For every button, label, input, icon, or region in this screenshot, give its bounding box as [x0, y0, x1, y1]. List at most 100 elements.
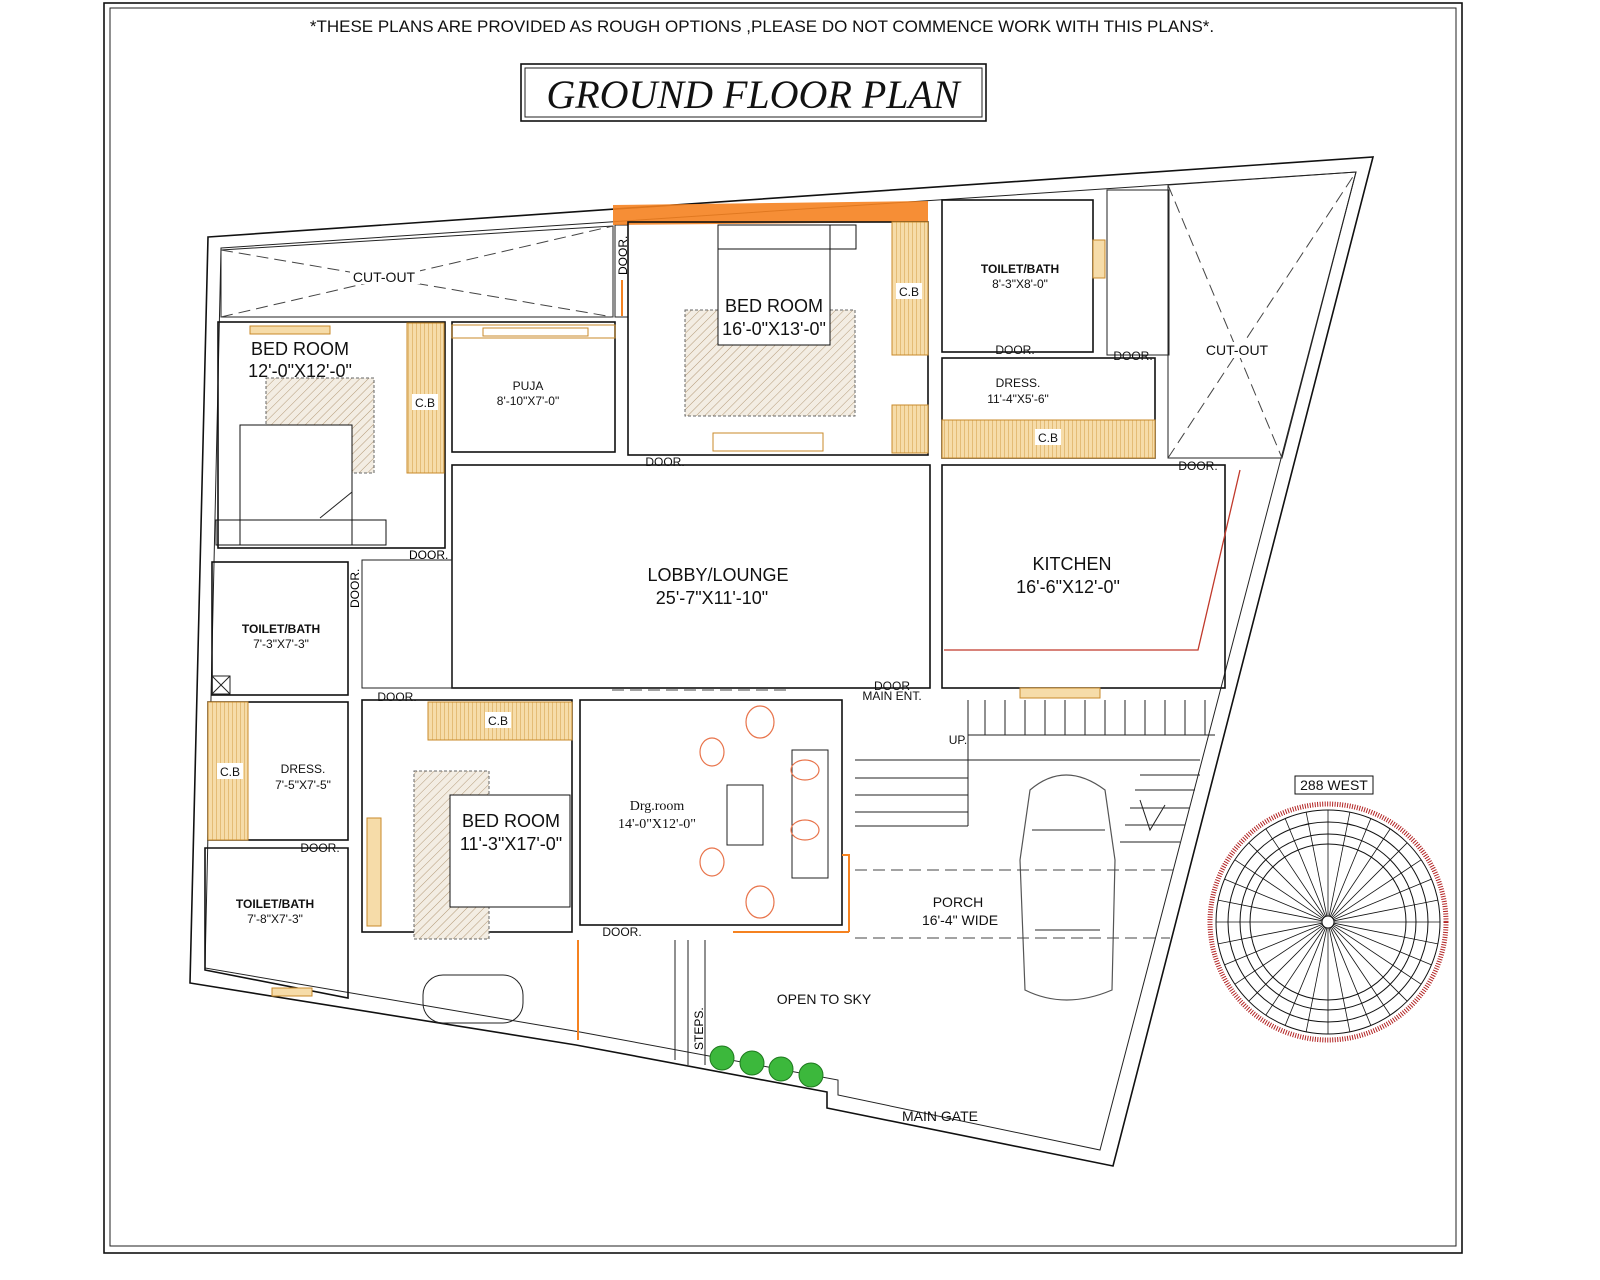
door-label: DOOR. — [616, 236, 630, 275]
dress-ne-name: DRESS. — [996, 376, 1041, 390]
compass-spoke — [1331, 828, 1391, 918]
bedroom-n-size: 16'-0"X13'-0" — [722, 319, 826, 339]
drawing-name: Drg.room — [630, 799, 685, 814]
room-kitchen: KITCHEN 16'-6"X12'-0" — [941, 464, 1241, 699]
door-label: DOOR. — [348, 569, 362, 608]
toilet-ne-size: 8'-3"X8'-0" — [992, 277, 1048, 291]
bedroom-n-name: BED ROOM — [725, 296, 823, 316]
dress-ne-size: 11'-4"X5'-6" — [987, 392, 1049, 406]
dress-w-size: 7'-5"X7'-5" — [275, 778, 331, 792]
room-bedroom-n: C.B BED ROOM 16'-0"X13'-0" DOOR. — [613, 201, 929, 469]
compass-spoke — [1332, 859, 1422, 919]
open-to-sky-label: OPEN TO SKY — [777, 991, 872, 1007]
room-bedroom-s: C.B BED ROOM 11'-3"X17'-0" DOOR. — [361, 690, 573, 1024]
kitchen-size: 16'-6"X12'-0" — [1016, 577, 1120, 597]
room-bedroom-nw: BED ROOM 12'-0"X12'-0" DOOR. — [215, 321, 448, 562]
tree-icon — [798, 1062, 824, 1088]
bedroom-nw-size: 12'-0"X12'-0" — [248, 361, 352, 381]
compass-spoke — [1234, 859, 1324, 919]
door-label: DOOR. — [995, 343, 1034, 357]
toilet-w-name: TOILET/BATH — [242, 622, 320, 636]
compass-spoke — [1329, 927, 1372, 1026]
door-label: DOOR. — [645, 455, 684, 469]
compass-spoke — [1333, 922, 1438, 945]
main-gate-label: MAIN GATE — [902, 1108, 978, 1124]
cutout-left-label: CUT-OUT — [353, 269, 416, 285]
compass-spoke — [1224, 923, 1323, 966]
room-toilet-ne: TOILET/BATH 8'-3"X8'-0" DOOR. — [941, 199, 1106, 357]
puja-size: 8'-10"X7'-0" — [497, 394, 559, 408]
door-label: DOOR. — [1178, 459, 1217, 473]
stairs-up-label: UP. — [949, 733, 967, 747]
bedroom-s-size: 11'-3"X17'-0" — [460, 834, 562, 854]
room-drawing: Drg.room 14'-0"X12'-0" DOOR. — [579, 699, 850, 939]
lobby-name: LOBBY/LOUNGE — [647, 565, 788, 585]
door-label: DOOR. — [377, 690, 416, 704]
compass-spoke — [1248, 842, 1325, 919]
compass-spoke — [1331, 925, 1408, 1002]
car-icon — [1019, 774, 1116, 1001]
cb-label: C.B — [220, 765, 240, 779]
room-lobby: LOBBY/LOUNGE 25'-7"X11'-10" DOOR MAIN EN… — [451, 464, 931, 703]
compass-spoke — [1331, 926, 1391, 1016]
room-puja: PUJA 8'-10"X7'-0" — [451, 321, 616, 466]
main-entrance-label: MAIN ENT. — [862, 689, 921, 703]
tree-icon — [709, 1045, 735, 1071]
plan-title: GROUND FLOOR PLAN — [546, 72, 962, 117]
compass-label: 288 WEST — [1300, 777, 1368, 793]
steps-label: STEPS. — [692, 1007, 706, 1050]
toilet-ne-name: TOILET/BATH — [981, 262, 1059, 276]
puja-name: PUJA — [513, 379, 544, 393]
room-dress-ne: C.B DRESS. 11'-4"X5'-6" — [941, 357, 1156, 459]
toilet-sw-name: TOILET/BATH — [236, 897, 314, 911]
toilet-w-size: 7'-3"X7'-3" — [253, 637, 309, 651]
door-label: DOOR. — [602, 925, 641, 939]
cb-label: C.B — [488, 714, 508, 728]
porch-name: PORCH — [933, 894, 984, 910]
room-dress-w: C.B DRESS. 7'-5"X7'-5" DOOR. — [207, 701, 349, 855]
plot-boundary-outer — [189, 156, 1375, 1167]
lobby-size: 25'-7"X11'-10" — [656, 588, 768, 608]
tree-icon — [768, 1056, 794, 1082]
door-label: DOOR. — [1113, 349, 1152, 363]
bedroom-nw-name: BED ROOM — [251, 339, 349, 359]
compass-spoke — [1328, 812, 1351, 917]
compass-spoke — [1218, 922, 1323, 945]
dress-w-name: DRESS. — [281, 762, 326, 776]
compass-spoke — [1305, 812, 1328, 917]
disclaimer-notice: *THESE PLANS ARE PROVIDED AS ROUGH OPTIO… — [310, 17, 1214, 36]
compass-icon: 288 WEST — [1207, 775, 1449, 1043]
compass-spoke — [1265, 926, 1325, 1016]
door-label: DOOR. — [409, 548, 448, 562]
cutout-left: CUT-OUT — [220, 225, 614, 318]
sheet-frame-inner — [109, 7, 1457, 1247]
compass-spoke — [1333, 878, 1432, 921]
compass-spoke — [1284, 818, 1327, 917]
porch: PORCH 16'-4" WIDE — [855, 869, 1175, 939]
compass-spoke — [1218, 899, 1323, 922]
title-box — [520, 63, 987, 122]
compass-spoke — [1265, 828, 1325, 918]
cb-label: C.B — [899, 285, 919, 299]
compass-spoke — [1234, 925, 1324, 985]
cutout-right-label: CUT-OUT — [1206, 342, 1269, 358]
kitchen-name: KITCHEN — [1032, 554, 1111, 574]
compass-spoke — [1332, 925, 1422, 985]
porch-size: 16'-4" WIDE — [922, 912, 998, 928]
tree-icon — [739, 1050, 765, 1076]
compass-spoke — [1333, 899, 1438, 922]
compass-spoke — [1328, 927, 1351, 1032]
bedroom-s-name: BED ROOM — [462, 811, 560, 831]
compass-spoke — [1331, 842, 1408, 919]
compass-spoke — [1333, 923, 1432, 966]
toilet-sw-size: 7'-8"X7'-3" — [247, 912, 303, 926]
compass-spoke — [1329, 818, 1372, 917]
room-toilet-sw: TOILET/BATH 7'-8"X7'-3" — [204, 847, 349, 999]
cb-label: C.B — [1038, 431, 1058, 445]
compass-spoke — [1248, 925, 1325, 1002]
cb-label: C.B — [415, 396, 435, 410]
sheet-frame-outer — [103, 2, 1463, 1254]
staircase: UP. — [855, 700, 1215, 843]
compass-spoke — [1224, 878, 1323, 921]
